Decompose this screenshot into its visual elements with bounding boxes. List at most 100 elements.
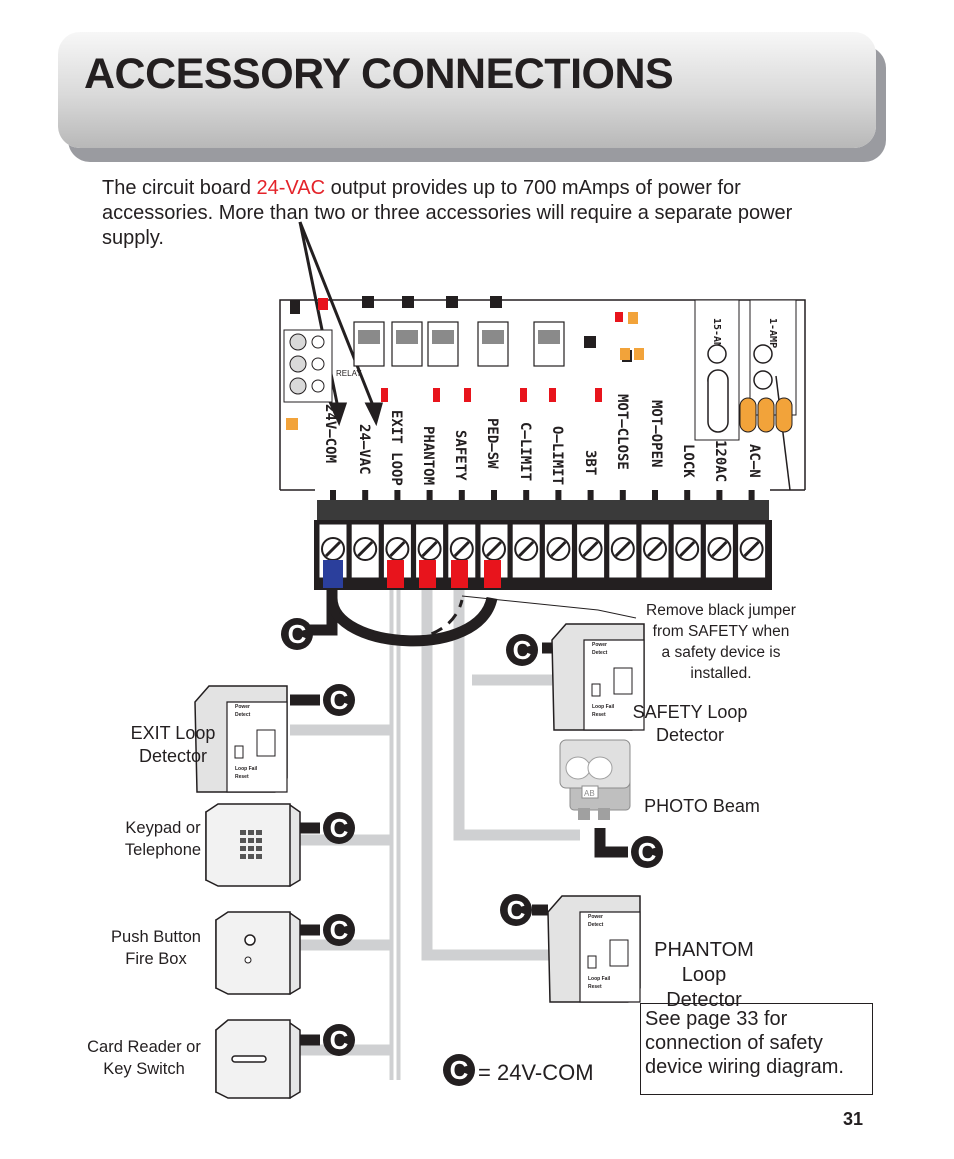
terminal-label-24v-com: 24V–COM — [322, 404, 338, 463]
wire-sleeves — [323, 560, 501, 588]
label-push-line1: Push Button — [111, 928, 201, 946]
intro-paragraph: The circuit board 24-VAC output provides… — [102, 176, 842, 251]
detector-label: Reset — [588, 984, 602, 990]
common-c-badge: C — [281, 618, 313, 650]
label-exit-line2: Detector — [138, 746, 208, 766]
terminal-label-ped-sw: PED–SW — [484, 418, 500, 469]
terminal-labels: 24V–COM 24–VAC EXIT LOOP PHANTOM SAFETY … — [322, 394, 762, 486]
circuit-board: 15-AMP 1-AMP RELAY — [279, 296, 806, 491]
intro-text-before: The circuit board — [102, 177, 257, 199]
intro-text-after: output provides up to 700 mAmps of power… — [102, 177, 793, 249]
terminal-pins — [330, 490, 755, 500]
detector-label: Power — [588, 914, 603, 920]
common-c-badge: C — [323, 914, 355, 946]
common-c-badge: C — [323, 812, 355, 844]
intro-highlight-24vac: 24-VAC — [256, 177, 326, 199]
common-c-badge: C — [323, 684, 355, 716]
terminal-label-exit-loop: EXIT LOOP — [388, 410, 404, 486]
label-keypad-line2: Telephone — [124, 841, 202, 859]
common-c-badge: C — [443, 1054, 475, 1086]
detector-label: Power — [235, 704, 250, 710]
label-exit-loop: EXIT Loop Detector — [118, 722, 228, 768]
terminal-label-phantom: PHANTOM — [420, 426, 436, 485]
jumper-note-line3: a safety device is — [661, 644, 781, 661]
label-phantom-loop: PHANTOM Loop Detector — [630, 938, 778, 1013]
common-c-badge: C — [500, 894, 532, 926]
jumper-note: Remove black jumper from SAFETY when a s… — [626, 600, 816, 684]
terminal-pin — [523, 490, 530, 500]
jumper-callout-line — [461, 595, 637, 619]
c-badge-letter: C — [638, 837, 657, 867]
common-c-badge: C — [506, 634, 538, 666]
detector-label: Detect — [588, 922, 604, 928]
page-number: 31 — [843, 1109, 864, 1129]
terminal-pin — [394, 490, 401, 500]
terminal-screw — [704, 523, 734, 579]
label-card-line2: Key Switch — [103, 1060, 185, 1078]
terminal-screw — [672, 523, 702, 579]
c-badge-letter: C — [330, 915, 349, 945]
amp-label-15: 15-AMP — [711, 318, 722, 354]
terminal-label-24-vac: 24–VAC — [356, 424, 372, 475]
terminal-label-ac-n: AC–N — [746, 444, 762, 478]
pointer-arrows — [298, 221, 383, 427]
c-badge-letter: C — [288, 619, 307, 649]
keypad-device — [205, 803, 301, 887]
c-badge-letter: C — [507, 895, 526, 925]
terminal-pin — [748, 490, 755, 500]
terminal-pin — [619, 490, 626, 500]
terminal-label-o-limit: O–LIMIT — [549, 426, 565, 485]
note-line3: device wiring diagram. — [645, 1056, 844, 1078]
amp-label-1: 1-AMP — [767, 318, 778, 348]
terminal-pin — [652, 490, 658, 500]
terminal-label-c-limit: C–LIMIT — [517, 422, 533, 481]
detector-label: Loop Fail — [235, 766, 258, 772]
terminal-block — [314, 500, 772, 590]
label-exit-line1: EXIT Loop — [130, 723, 216, 743]
push-button-device — [215, 911, 301, 995]
safety-reference-note: See page 33 for connection of safety dev… — [640, 1003, 873, 1095]
c-badge-letter: C — [330, 813, 349, 843]
terminal-screw — [640, 523, 670, 579]
terminal-pin — [426, 490, 433, 500]
terminal-pin — [716, 490, 723, 500]
label-keypad: Keypad or Telephone — [108, 817, 218, 861]
label-push-line2: Fire Box — [125, 950, 187, 968]
card-reader-device — [215, 1019, 301, 1099]
common-c-badge: C — [631, 836, 663, 868]
terminal-pin — [555, 490, 562, 500]
detector-label: Reset — [235, 774, 249, 780]
label-phantom-line1: PHANTOM Loop — [654, 939, 754, 986]
terminal-screw — [737, 523, 767, 579]
terminal-pin — [684, 490, 691, 500]
title-banner — [58, 32, 876, 148]
c-badge-letter: C — [513, 635, 532, 665]
label-phantom-line2: Detector — [666, 989, 742, 1011]
board-label-relay: RELAY — [336, 369, 362, 378]
detector-label: Power — [592, 642, 607, 648]
label-photo-beam: PHOTO Beam — [636, 795, 768, 818]
note-line1: See page 33 for — [645, 1008, 788, 1030]
c-badge-letter: C — [330, 685, 349, 715]
detector-label: Reset — [592, 712, 606, 718]
common-badges: C C C C C C C C C — [281, 618, 663, 1086]
label-safety-line2: Detector — [655, 725, 725, 745]
photo-beam-device: AB — [559, 739, 631, 820]
terminal-pin — [362, 490, 369, 500]
terminal-pin — [587, 490, 594, 500]
terminal-label-120ac: 120AC — [712, 440, 728, 482]
page-title: ACCESSORY CONNECTIONS — [84, 50, 674, 98]
jumper-dashed — [338, 599, 464, 641]
jumper-note-line2: from SAFETY when — [652, 623, 790, 640]
detector-label: Detect — [235, 712, 251, 718]
note-line2: connection of safety — [645, 1032, 823, 1054]
common-c-badge: C — [323, 1024, 355, 1056]
terminal-screw — [608, 523, 638, 579]
terminal-screw — [350, 523, 380, 579]
label-push-button: Push Button Fire Box — [94, 926, 218, 970]
label-safety-loop: SAFETY Loop Detector — [622, 701, 758, 747]
terminal-pin — [491, 490, 497, 500]
